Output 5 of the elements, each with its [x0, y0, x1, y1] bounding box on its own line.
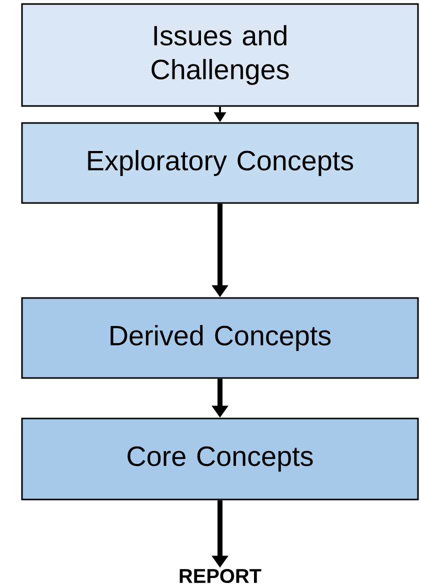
concept-box: Issues and Challenges — [21, 3, 419, 107]
concept-box: Derived Concepts — [21, 297, 419, 379]
concept-box: Exploratory Concepts — [21, 122, 419, 204]
report-label: REPORT — [180, 568, 262, 584]
concept-box: Core Concepts — [21, 418, 419, 500]
